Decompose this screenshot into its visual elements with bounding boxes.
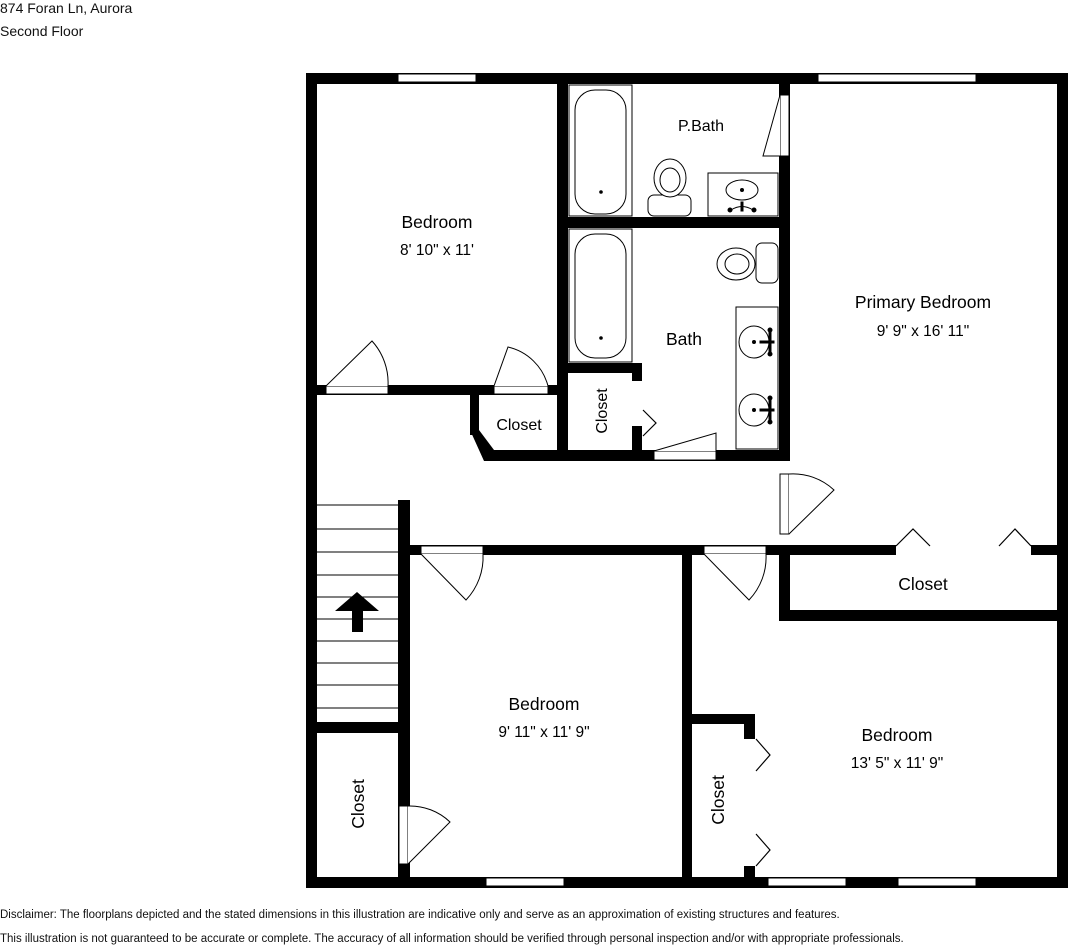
bedroom-se-name: Bedroom <box>861 725 932 745</box>
bedroom-sw-dims: 9' 11" x 11' 9" <box>498 724 589 741</box>
door-pbath[interactable] <box>762 94 790 157</box>
pbath-toilet <box>647 158 692 217</box>
bedroom-se-dims: 13' 5" x 11' 9" <box>851 755 943 772</box>
bath-name: Bath <box>666 329 702 349</box>
door-sw-closet[interactable] <box>398 805 451 865</box>
primary-bedroom-name: Primary Bedroom <box>855 292 991 312</box>
door-primary[interactable] <box>779 473 835 535</box>
closet-sw-label: Closet <box>348 779 368 829</box>
bedroom-sw-name: Bedroom <box>508 694 579 714</box>
stairs <box>317 504 398 709</box>
door-nw-closet[interactable] <box>493 346 549 395</box>
bedroom-nw-name: Bedroom <box>401 212 472 232</box>
door-nw-bedroom[interactable] <box>325 340 389 395</box>
door-sw-bedroom[interactable] <box>420 545 484 601</box>
walls <box>306 73 1068 888</box>
primary-bedroom-dims: 9' 9" x 16' 11" <box>877 323 969 340</box>
closet-hall-label: Closet <box>496 417 542 434</box>
disclaimer-line-2: This illustration is not guaranteed to b… <box>0 933 904 945</box>
door-se-bedroom[interactable] <box>703 545 767 601</box>
bedroom-nw-dims: 8' 10" x 11' <box>400 242 474 259</box>
address-label: 874 Foran Ln, Aurora <box>0 0 133 16</box>
bath-toilet <box>716 242 779 284</box>
up-arrow-icon <box>335 592 379 632</box>
closet-bath-label: Closet <box>594 388 611 434</box>
bifold-doors <box>642 409 1032 867</box>
floor-label: Second Floor <box>0 23 84 39</box>
pbath-tub <box>568 84 633 217</box>
closet-primary-label: Closet <box>898 574 948 594</box>
disclaimer-line-1: Disclaimer: The floorplans depicted and … <box>0 909 840 921</box>
bath-vanity <box>735 306 779 450</box>
closet-se-label: Closet <box>708 775 728 825</box>
doors <box>325 94 835 865</box>
fixtures <box>568 84 779 450</box>
pbath-vanity <box>707 172 779 217</box>
windows <box>397 73 977 887</box>
bath-tub <box>568 228 633 363</box>
pbath-name: P.Bath <box>678 118 724 135</box>
door-bath[interactable] <box>653 432 717 461</box>
